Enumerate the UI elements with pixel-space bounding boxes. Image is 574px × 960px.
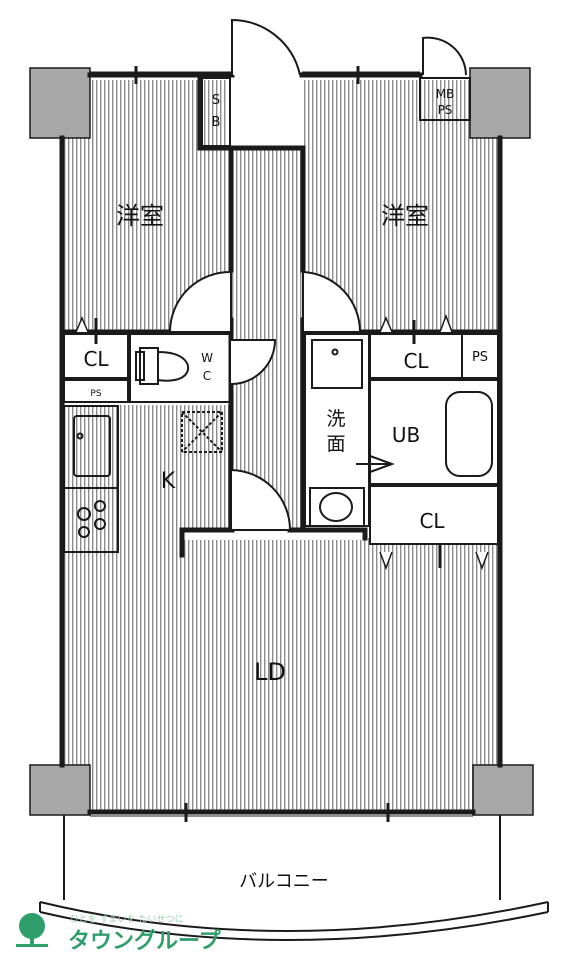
- mb-ps-box: [419, 77, 471, 121]
- wc-door: [230, 339, 277, 385]
- window-marks: [90, 66, 473, 822]
- sb-label-b: B: [212, 115, 221, 130]
- washbasin: [319, 492, 353, 522]
- ub-label: UB: [392, 423, 420, 447]
- columns: [29, 67, 534, 816]
- kitchen-counter: [63, 405, 119, 553]
- logo-tagline: ひとを すまいを たいせつに: [70, 914, 183, 925]
- ld-door: [230, 468, 292, 531]
- stove-burner: [77, 507, 91, 521]
- ps-small-left-box: [63, 379, 129, 403]
- partitions: [63, 77, 499, 553]
- mb-label: MB: [436, 87, 455, 101]
- western-room-right-label: 洋室: [381, 202, 429, 230]
- fixture-zones: [64, 332, 498, 545]
- column-bottom-left: [29, 764, 91, 816]
- mb-door: [422, 36, 467, 76]
- doors: [168, 18, 467, 531]
- wc-box: [129, 333, 231, 403]
- tree-icon: [19, 913, 45, 939]
- kitchen-label: K: [161, 469, 176, 494]
- column-bottom-right: [472, 764, 534, 816]
- bathtub: [445, 391, 493, 477]
- cl-lower-box: [369, 485, 499, 545]
- column-top-left: [29, 67, 91, 139]
- washbasin-box: [309, 487, 365, 527]
- ps-small-left-label: PS: [90, 389, 101, 399]
- toilet: [139, 347, 190, 385]
- column-top-right: [469, 67, 531, 139]
- balcony: [39, 815, 549, 941]
- walls: [59, 72, 503, 815]
- ps-right-box: [461, 333, 499, 379]
- cl-left-label: CL: [83, 347, 109, 371]
- laundry-box: [311, 339, 363, 389]
- refrigerator: [181, 411, 223, 453]
- room-labels: 洋室 洋室 S B MB PS CL PS W C CL PS 洗 面 UB C…: [83, 87, 488, 892]
- kitchen-sink: [73, 415, 111, 477]
- sb-label-s: S: [212, 93, 220, 108]
- wc-c-label: C: [203, 369, 211, 383]
- washroom-label-1: 洗: [326, 408, 345, 430]
- cl-lower-label: CL: [419, 509, 445, 533]
- closet-door-marks: [75, 313, 489, 571]
- ld-floor-left-strip: [64, 555, 184, 585]
- town-group-logo: ひとを すまいを たいせつに タウングループ: [16, 913, 222, 954]
- ps-right-label: PS: [472, 350, 488, 365]
- cl-right-label: CL: [403, 349, 429, 373]
- balcony-label: バルコニー: [239, 871, 329, 892]
- entrance-door: [231, 18, 301, 76]
- right-bedroom-door: [302, 270, 362, 333]
- mb-ps-label: PS: [438, 103, 453, 117]
- sb-box: [201, 77, 231, 147]
- washroom-label-2: 面: [326, 433, 345, 455]
- left-bedroom-door: [168, 270, 232, 333]
- western-room-left-label: 洋室: [116, 202, 164, 230]
- ld-label: LD: [254, 658, 286, 686]
- ub-box: [369, 379, 499, 485]
- wc-w-label: W: [201, 351, 213, 365]
- logo-name: タウングループ: [68, 928, 222, 954]
